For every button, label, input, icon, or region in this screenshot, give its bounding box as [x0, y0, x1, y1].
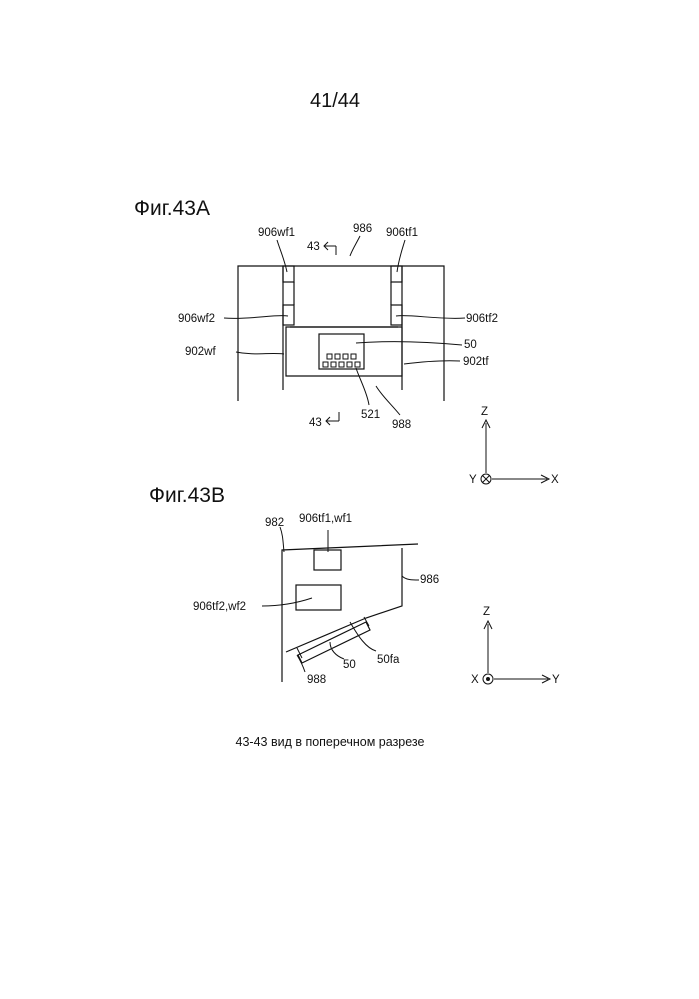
fig-43b-leader-50	[330, 642, 344, 659]
label-986-b: 986	[420, 574, 439, 586]
figure-43a: Фиг.43A	[134, 197, 559, 486]
figure-43b: Фиг.43B 982 906tf1,wf1 986 906tf2,wf2 50…	[149, 484, 560, 686]
fig-43a-leader-521	[356, 368, 369, 405]
fig-43b-leader-50fa	[350, 622, 376, 651]
fig-43a-pad-906wf1	[283, 266, 294, 282]
fig-43a-title: Фиг.43A	[134, 197, 210, 220]
fig-43a-leader-906tf1	[397, 240, 405, 272]
fig-43a-leader-986	[350, 236, 360, 256]
axis-a-x: X	[551, 474, 559, 486]
fig-43a-section-arrow-top	[324, 242, 336, 255]
label-988-a: 988	[392, 419, 411, 431]
fig-43a-pad-906wf2	[283, 305, 294, 325]
label-906wf2: 906wf2	[178, 313, 215, 325]
label-902tf: 902tf	[463, 356, 489, 368]
label-902wf: 902wf	[185, 346, 216, 358]
fig-43a-leader-902tf	[404, 361, 460, 364]
axis-b-z: Z	[483, 606, 490, 618]
axis-b-y: Y	[552, 674, 560, 686]
label-988-b: 988	[307, 674, 326, 686]
label-906wf1: 906wf1	[258, 227, 295, 239]
label-521: 521	[361, 409, 380, 421]
fig-43b-leader-988	[297, 655, 305, 672]
label-section-43-top: 43	[307, 241, 320, 253]
label-986-a: 986	[353, 223, 372, 235]
axis-a-z: Z	[481, 406, 488, 418]
label-982: 982	[265, 517, 284, 529]
label-50fa: 50fa	[377, 654, 400, 666]
fig-43b-leader-982	[280, 527, 284, 552]
label-906tf2: 906tf2	[466, 313, 498, 325]
fig-43a-leader-906tf2	[396, 316, 465, 319]
fig-43b-pad-906tf2-wf2	[296, 585, 341, 610]
fig-43b-body-986	[286, 548, 402, 652]
fig-43b-leader-986	[402, 576, 419, 580]
label-906tf1-wf1: 906tf1,wf1	[299, 513, 352, 525]
axis-b-x: X	[471, 674, 479, 686]
fig-43b-title: Фиг.43B	[149, 484, 225, 507]
page-number: 41/44	[310, 90, 360, 112]
label-906tf2-wf2: 906tf2,wf2	[193, 601, 246, 613]
fig-43a-leader-902wf	[236, 352, 284, 354]
caption: 43-43 вид в поперечном разрезе	[236, 735, 425, 749]
label-906tf1: 906tf1	[386, 227, 418, 239]
fig-43b-axis-indicator	[483, 621, 550, 684]
fig-43b-leader-906tf2wf2	[262, 598, 312, 606]
label-50-a: 50	[464, 339, 477, 351]
fig-43a-section-arrow-bottom	[326, 412, 339, 425]
fig-43a-leader-906wf2	[224, 316, 288, 319]
fig-43a-pad-906tf1	[391, 266, 402, 282]
label-section-43-bottom: 43	[309, 417, 322, 429]
axis-a-y: Y	[469, 474, 477, 486]
fig-43a-leader-50	[356, 342, 462, 345]
label-50-b: 50	[343, 659, 356, 671]
fig-43a-contacts-521	[323, 354, 360, 367]
fig-43a-circuit-board-50	[319, 334, 364, 369]
fig-43a-pad-906tf2	[391, 305, 402, 325]
fig-43a-axis-indicator	[481, 420, 549, 484]
fig-43b-pad-906tf1-wf1	[314, 550, 341, 570]
fig-43a-leader-906wf1	[277, 240, 287, 272]
